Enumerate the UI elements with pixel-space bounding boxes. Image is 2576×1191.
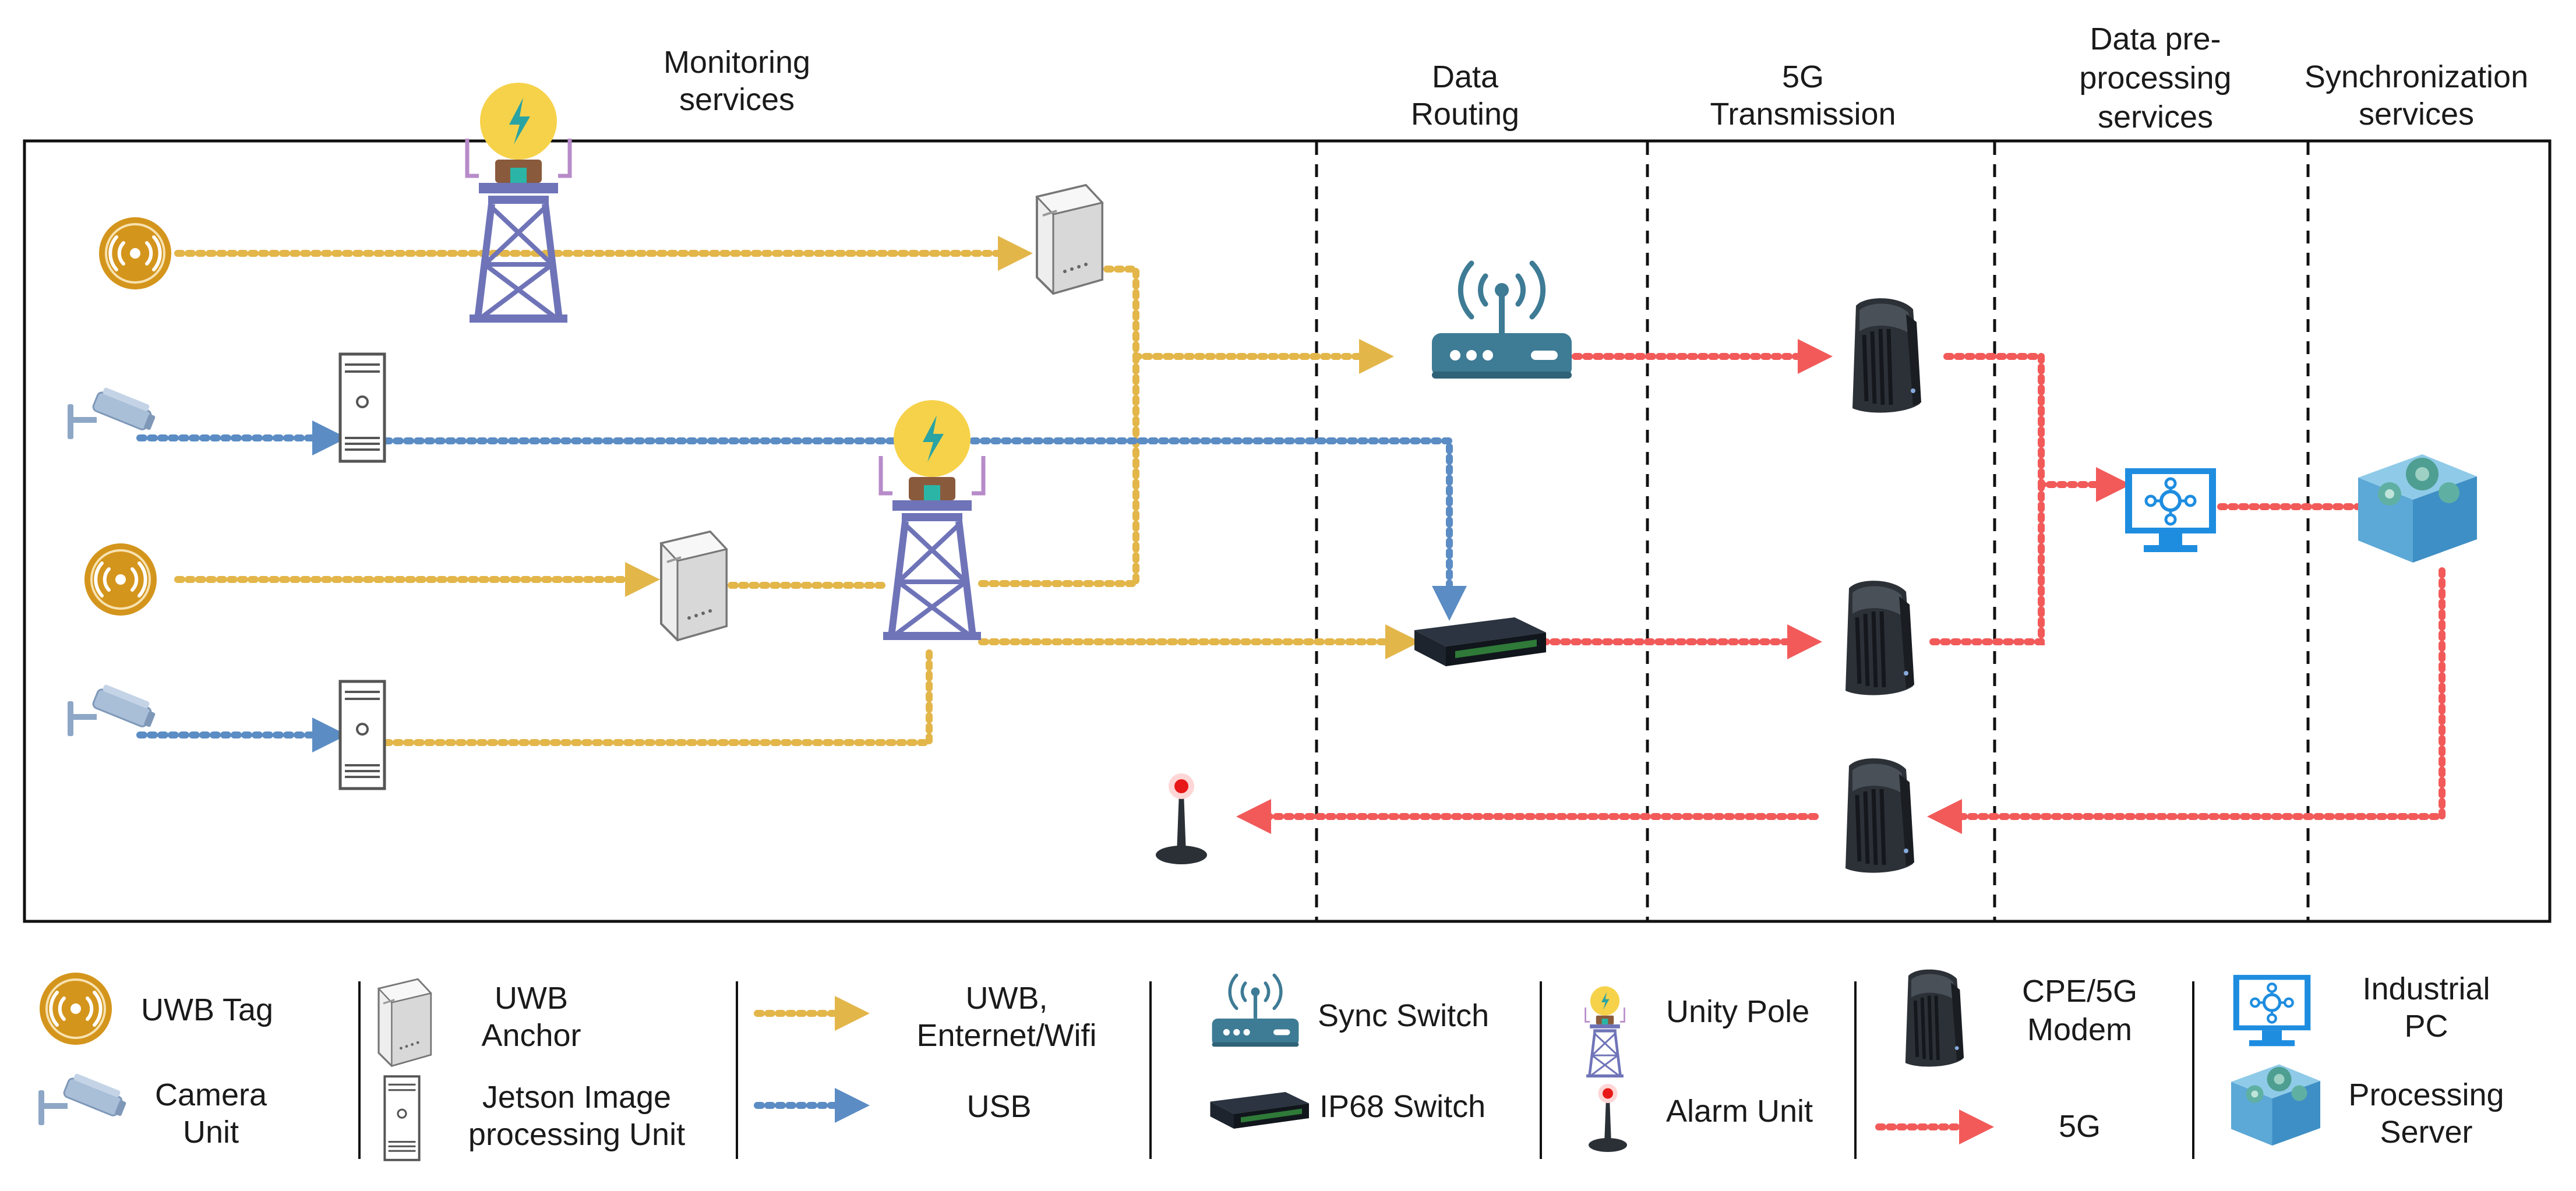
legend-industrial-pc-label-line1: Industrial <box>2362 971 2490 1006</box>
legend-processing-server-icon <box>2231 1064 2320 1146</box>
header-routing-line2: Routing <box>1411 97 1519 132</box>
industrial-pc-icon <box>2125 468 2216 552</box>
legend-processing-server-label-line1: Processing <box>2348 1077 2504 1112</box>
legend-unity-pole-label: Unity Pole <box>1666 994 1809 1029</box>
legend-ip68-switch-label: IP68 Switch <box>1319 1089 1485 1124</box>
header-synchronization-line2: services <box>2359 97 2474 132</box>
legend-camera-icon <box>37 1070 131 1126</box>
cpe-modem-icon <box>1852 298 1921 412</box>
header-routing-line1: Data <box>1432 59 1499 94</box>
legend: UWB Tag Camera Unit UWB Anchor Jetson Im… <box>37 970 2504 1161</box>
link-jetson2-tower2 <box>382 649 933 746</box>
sync-switch-router-icon <box>1432 263 1572 379</box>
jetson-unit-icon <box>340 354 384 461</box>
legend-uwb-anchor-label-line2: Anchor <box>481 1018 581 1053</box>
link-modem1-pc <box>1943 353 2131 502</box>
header-preprocessing-line2: processing <box>2079 61 2231 96</box>
legend-uwb-anchor-icon <box>377 978 432 1067</box>
alarm-unit-icon <box>1156 773 1207 864</box>
legend-jetson-label-line1: Jetson Image <box>482 1080 671 1115</box>
legend-uwb-anchor-label-line1: UWB <box>495 981 568 1016</box>
legend-sync-switch-label: Sync Switch <box>1318 998 1489 1033</box>
connections <box>136 236 2446 834</box>
header-monitoring-line2: services <box>679 82 795 117</box>
section-dividers <box>1315 142 2310 920</box>
camera-icon <box>66 681 160 737</box>
link-anchor1-router <box>1103 266 1394 374</box>
legend-camera-label-line2: Unit <box>183 1115 239 1150</box>
legend-5g-link-label: 5G <box>2059 1109 2101 1144</box>
legend-uwb-tag-label: UWB Tag <box>141 992 273 1027</box>
header-preprocessing-line1: Data pre- <box>2090 22 2221 56</box>
legend-alarm-unit-label: Alarm Unit <box>1666 1094 1813 1129</box>
devices <box>66 83 2477 873</box>
legend-industrial-pc-label-line2: PC <box>2404 1009 2448 1044</box>
legend-cpe-modem-icon <box>1905 970 1964 1067</box>
header-preprocessing-line3: services <box>2098 100 2213 135</box>
header-transmission-line1: 5G <box>1782 59 1824 94</box>
link-modem2-pc <box>1929 481 2045 645</box>
processing-server-icon <box>2358 454 2477 563</box>
legend-usb-link-label: USB <box>966 1089 1031 1124</box>
legend-processing-server-label-line2: Server <box>2380 1115 2472 1150</box>
legend-jetson-icon <box>383 1075 421 1161</box>
ip68-switch-icon <box>1414 617 1546 666</box>
legend-ip68-switch-icon <box>1210 1092 1309 1129</box>
main-frame <box>23 139 2552 923</box>
section-headers: Monitoring services Data Routing 5G Tran… <box>664 22 2528 135</box>
cpe-modem-icon <box>1845 581 1914 695</box>
legend-jetson-label-line2: processing Unit <box>468 1117 685 1152</box>
header-transmission-line2: Transmission <box>1710 97 1896 132</box>
legend-camera-label-line1: Camera <box>155 1077 267 1112</box>
legend-unity-pole-icon <box>1586 987 1625 1078</box>
uwb-tower-icon <box>881 400 983 640</box>
legend-sync-switch-icon <box>1212 975 1299 1047</box>
jetson-unit-icon <box>340 681 384 789</box>
header-synchronization-line1: Synchronization <box>2305 59 2528 94</box>
cpe-modem-icon <box>1845 758 1914 872</box>
legend-industrial-pc-icon <box>2233 975 2311 1046</box>
uwb-tag-icon <box>99 217 171 289</box>
link-jetson1-ip68 <box>382 437 1467 621</box>
camera-icon <box>66 384 160 440</box>
link-tower2-router <box>978 353 1139 587</box>
legend-dividers <box>358 981 2194 1159</box>
link-server-modem3 <box>1927 567 2446 834</box>
legend-cpe-modem-label-line2: Modem <box>2027 1012 2132 1047</box>
uwb-tower-icon <box>467 83 570 323</box>
legend-cpe-modem-label-line1: CPE/5G <box>2022 974 2137 1009</box>
uwb-anchor-icon <box>660 531 728 641</box>
legend-uwb-tag-icon <box>40 973 112 1045</box>
legend-uwb-link-label-line2: Enternet/Wifi <box>916 1018 1096 1053</box>
uwb-anchor-icon <box>1036 184 1103 295</box>
header-monitoring-line1: Monitoring <box>664 45 810 80</box>
uwb-tag-icon <box>84 543 157 616</box>
legend-uwb-link-label-line1: UWB, <box>966 981 1048 1016</box>
legend-alarm-unit-icon <box>1589 1084 1627 1152</box>
